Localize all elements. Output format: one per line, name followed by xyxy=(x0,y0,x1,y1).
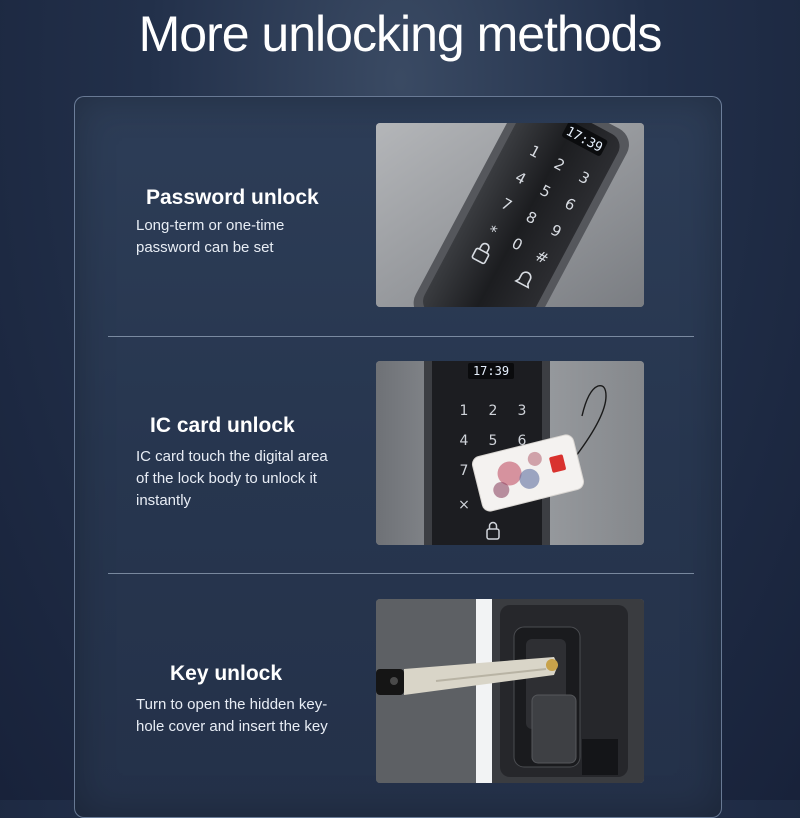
ic-card-lock-photo: 17:39 1 2 3 4 5 6 7 × 0 xyxy=(376,361,644,545)
ic-card-unlock-description: IC card touch the digital area of the lo… xyxy=(136,448,328,509)
password-unlock-title: Password unlock xyxy=(146,186,319,209)
ic-lock-display-time: 17:39 xyxy=(473,364,509,378)
key-insert-photo xyxy=(376,599,644,783)
keypad-key: 2 xyxy=(489,403,498,419)
keypad-key: × xyxy=(458,497,470,513)
keypad-key: 7 xyxy=(460,463,469,479)
bell-icon xyxy=(514,271,532,289)
password-unlock-description: Long-term or one-time password can be se… xyxy=(136,217,285,256)
section-divider xyxy=(108,573,694,574)
key-icon xyxy=(376,657,558,695)
section-divider xyxy=(108,336,694,337)
keypad-key: 3 xyxy=(518,403,527,419)
lock-icon xyxy=(486,521,500,540)
ic-card-unlock-title: IC card unlock xyxy=(150,414,295,437)
keypad-lock-image: 17:39 1 2 3 4 5 6 7 8 9 * 0 # xyxy=(376,123,644,307)
key-unlock-title: Key unlock xyxy=(170,662,283,685)
ic-card-icon xyxy=(471,385,607,512)
ic-card-lock-image: 17:39 1 2 3 4 5 6 7 × 0 xyxy=(376,361,644,545)
keypad-lock-photo: 17:39 1 2 3 4 5 6 7 8 9 * 0 # xyxy=(376,123,644,307)
keypad-key: 4 xyxy=(460,433,469,449)
lock-icon xyxy=(471,242,490,265)
keypad-key: 6 xyxy=(518,433,527,449)
keypad-key: 1 xyxy=(460,403,469,419)
key-insert-image xyxy=(376,599,644,783)
key-unlock-description: Turn to open the hidden key- hole cover … xyxy=(136,696,328,735)
keypad-key: 5 xyxy=(489,433,498,449)
page-title: More unlocking methods xyxy=(138,6,663,62)
